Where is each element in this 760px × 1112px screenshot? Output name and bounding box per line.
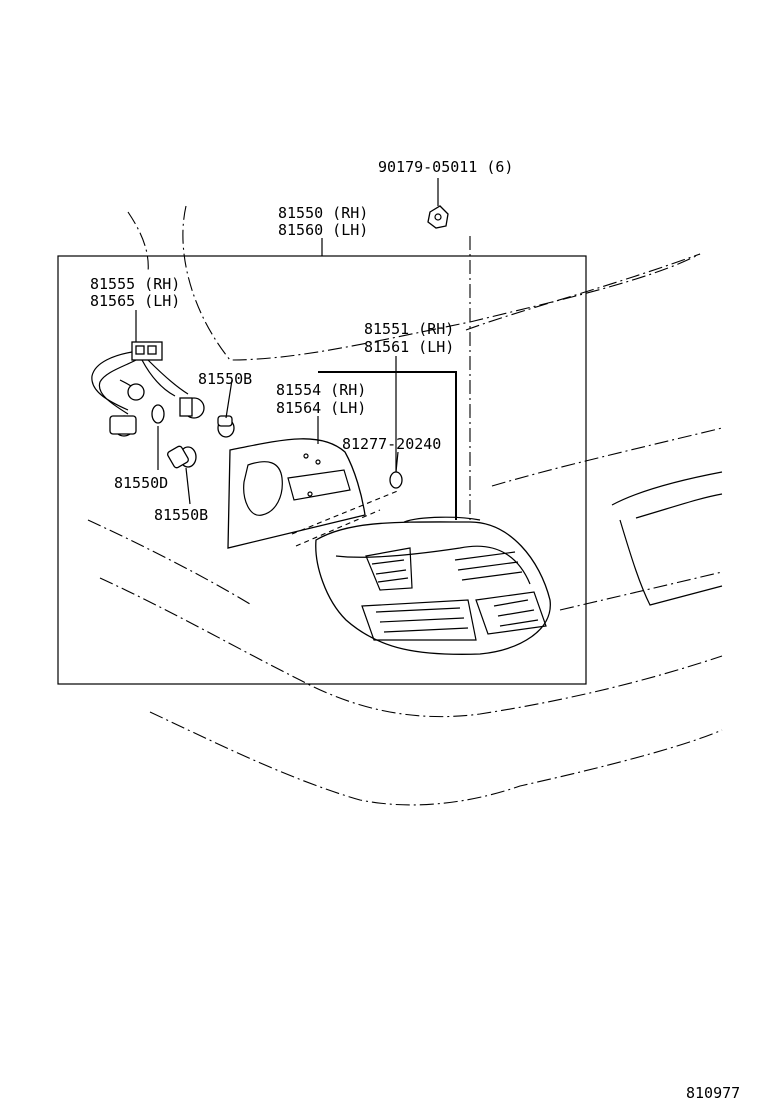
label-81551-rh: 81551 (RH) — [364, 320, 454, 338]
label-90179-05011: 90179-05011 (6) — [378, 158, 513, 176]
label-81565-lh: 81565 (LH) — [90, 292, 180, 310]
bulbs — [151, 404, 235, 469]
label-81550b-bottom: 81550B — [154, 506, 208, 524]
leader-lines — [135, 178, 701, 547]
label-81550-rh: 81550 (RH) — [278, 204, 368, 222]
label-81277-20240: 81277-20240 — [342, 435, 441, 453]
nut — [427, 205, 449, 229]
lamp-gasket — [227, 438, 366, 549]
label-81560-lh: 81560 (LH) — [278, 221, 368, 239]
lens-bracket — [318, 371, 457, 520]
diagram-number: 810977 — [686, 1084, 740, 1102]
label-81550d: 81550D — [114, 474, 168, 492]
label-81561-lh: 81561 (LH) — [364, 338, 454, 356]
label-81564-lh: 81564 (LH) — [276, 399, 366, 417]
label-81555-rh: 81555 (RH) — [90, 275, 180, 293]
label-81554-rh: 81554 (RH) — [276, 381, 366, 399]
label-81550b-top: 81550B — [198, 370, 252, 388]
socket-wire-harness — [91, 341, 205, 437]
tail-lamp-lens — [315, 516, 551, 655]
vehicle-body-outline — [87, 205, 723, 806]
gasket-ring — [389, 471, 403, 489]
